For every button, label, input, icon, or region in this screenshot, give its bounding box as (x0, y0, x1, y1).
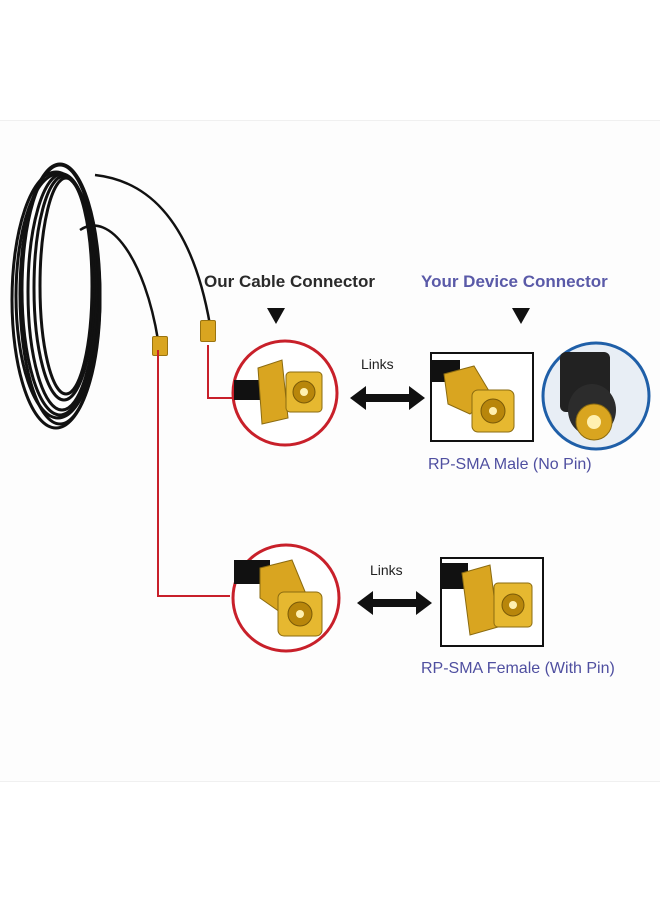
male-connector-circle (231, 543, 341, 653)
male-caption: RP-SMA Male (No Pin) (428, 456, 592, 473)
double-arrow-icon (357, 591, 432, 615)
device-female-connector-box (440, 557, 544, 647)
cable-end-connector-1 (200, 320, 216, 342)
our-connector-heading: Our Cable Connector (204, 272, 375, 291)
links-label-top: Links (361, 356, 394, 372)
female-caption: RP-SMA Female (With Pin) (421, 660, 615, 677)
female-connector-circle (231, 339, 339, 447)
links-label-bottom: Links (370, 562, 403, 578)
cable-end-connector-2 (152, 336, 168, 356)
down-triangle-icon (512, 308, 530, 324)
down-triangle-icon (267, 308, 285, 324)
cable-coil-illustration (10, 162, 212, 430)
device-male-connector-box (430, 352, 534, 442)
double-arrow-icon (350, 386, 425, 410)
device-antenna-circle (541, 341, 651, 451)
your-connector-heading: Your Device Connector (421, 272, 608, 291)
